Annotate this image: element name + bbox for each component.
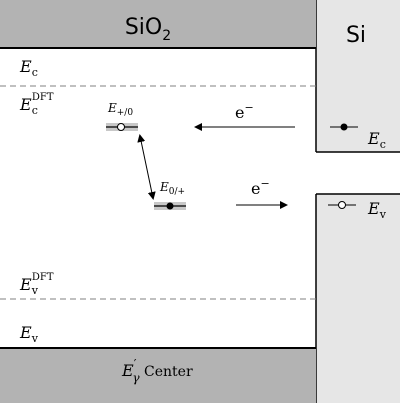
transition-arrow bbox=[137, 134, 156, 200]
si-electron-icon bbox=[340, 123, 348, 131]
label-electron-lower: e− bbox=[251, 177, 270, 198]
oxide-header bbox=[0, 0, 316, 48]
label-si-ec: Ec bbox=[367, 129, 386, 151]
label-ec: Ec bbox=[19, 57, 38, 79]
label-ev: Ev bbox=[19, 323, 39, 345]
electron-icon bbox=[166, 202, 174, 210]
silicon-band-gap bbox=[316, 152, 400, 194]
si-hole-icon bbox=[338, 201, 346, 209]
hole-icon bbox=[117, 123, 125, 131]
silicon-title: Si bbox=[346, 23, 366, 48]
label-e-plus-zero: E+/0 bbox=[107, 101, 133, 118]
label-ec-dft: EcDFT bbox=[19, 92, 54, 117]
e-gamma-center-label: E′γ Center bbox=[121, 357, 193, 385]
oxide-title: SiO2 bbox=[125, 15, 171, 44]
label-e-zero-plus: E0/+ bbox=[159, 180, 185, 197]
label-ev-dft: EvDFT bbox=[19, 272, 54, 297]
label-electron-upper: e− bbox=[235, 101, 254, 122]
silicon-region bbox=[316, 0, 400, 403]
label-si-ev: Ev bbox=[367, 199, 387, 221]
oxide-footer bbox=[0, 348, 316, 403]
